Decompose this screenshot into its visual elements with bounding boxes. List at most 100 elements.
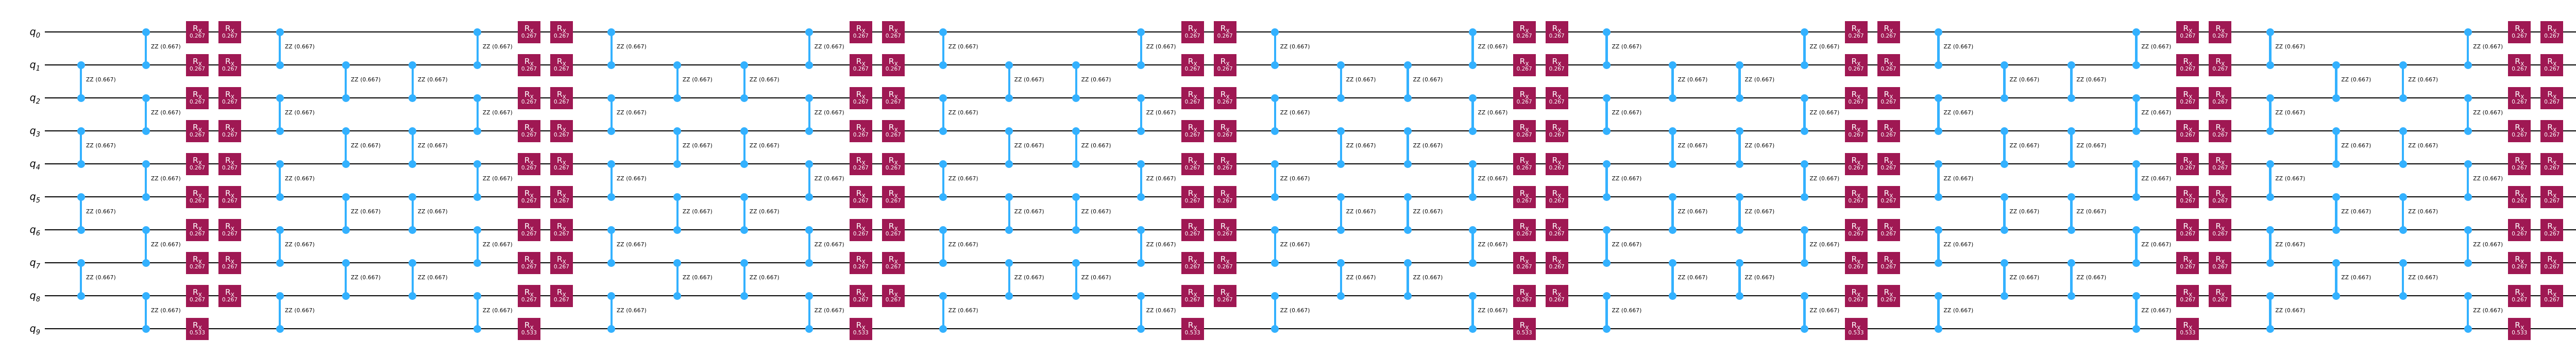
rzz-gate-label: ZZ (0.667)	[1346, 143, 1376, 149]
rzz-control-dot	[2464, 160, 2472, 168]
rzz-control-dot	[2067, 226, 2075, 234]
rzz-coupler-line	[476, 164, 479, 197]
rzz-control-dot	[1469, 28, 1477, 36]
rx-gate-value: 0.267	[189, 231, 206, 237]
rzz-gate-label: ZZ (0.667)	[2076, 143, 2107, 149]
rx-gate-name-subscript: X	[1889, 292, 1893, 299]
rx-gate-name-subscript: X	[2189, 193, 2193, 200]
rzz-gate-label: ZZ (0.667)	[1014, 275, 1044, 281]
rx-gate-value: 0.267	[222, 198, 238, 204]
rzz-coupler-line	[2003, 263, 2006, 296]
rx-gate-value: 0.267	[2212, 132, 2228, 138]
rx-gate-value: 0.267	[885, 231, 901, 237]
rzz-control-dot	[1801, 325, 1808, 333]
rzz-control-dot	[1271, 160, 1279, 168]
rzz-control-dot	[805, 160, 814, 168]
rzz-control-dot	[1469, 292, 1477, 300]
rzz-control-dot	[1935, 28, 1942, 36]
rzz-coupler-line	[743, 197, 745, 230]
rzz-gate-label: ZZ (0.667)	[285, 242, 315, 248]
rx-gate-name-subscript: X	[861, 292, 866, 299]
rx-gate-name: RX	[1552, 156, 1562, 167]
rx-gate-name-subscript: X	[2221, 127, 2225, 134]
rzz-control-dot	[276, 61, 284, 69]
rzz-coupler-line	[1738, 197, 1741, 230]
rzz-control-dot	[2332, 160, 2340, 168]
rzz-control-dot	[939, 61, 947, 69]
rx-gate-name-subscript: X	[230, 94, 234, 101]
rx-gate-name: RX	[1851, 123, 1861, 134]
rx-gate-name-subscript: X	[1857, 259, 1861, 266]
rzz-coupler-line	[743, 263, 745, 296]
rx-gate-value: 0.267	[521, 297, 537, 303]
rzz-coupler-line	[1140, 32, 1142, 65]
qubit-label-q1: q1	[29, 59, 40, 73]
rzz-coupler-line	[1140, 98, 1142, 131]
rx-gate-name: RX	[1884, 24, 1893, 35]
rx-gate-name: RX	[1519, 123, 1529, 134]
rzz-control-dot	[2266, 259, 2274, 267]
rx-gate-name-subscript: X	[562, 28, 566, 35]
rzz-control-dot	[1603, 61, 1611, 69]
rx-gate-value: 0.267	[1217, 99, 1233, 105]
rx-gate-name: RX	[1220, 24, 1230, 35]
rzz-control-dot	[1801, 292, 1808, 300]
rzz-control-dot	[1935, 325, 1942, 333]
rzz-coupler-line	[1075, 65, 1077, 98]
rzz-control-dot	[2399, 292, 2407, 300]
rzz-control-dot	[607, 325, 616, 333]
rx-gate-value: 0.267	[1848, 264, 1864, 270]
rx-gate-name: RX	[1851, 57, 1861, 68]
rzz-control-dot	[473, 292, 482, 300]
rx-gate-name-subscript: X	[1525, 160, 1529, 167]
rx-gate-name-subscript: X	[562, 94, 566, 101]
rzz-coupler-line	[2135, 230, 2138, 263]
rx-gate-name-subscript: X	[2189, 127, 2193, 134]
rzz-gate-label: ZZ (0.667)	[616, 44, 647, 50]
rzz-control-dot	[1935, 193, 1942, 201]
rzz-coupler-line	[1471, 98, 1474, 131]
rx-gate-name: RX	[524, 222, 534, 233]
rx-gate-name-subscript: X	[2189, 160, 2193, 167]
rx-gate-name: RX	[1519, 189, 1529, 200]
rx-gate-value: 0.267	[2544, 33, 2560, 39]
rx-gate-name: RX	[1519, 320, 1529, 332]
rx-gate-name-subscript: X	[1557, 193, 1562, 200]
rx-gate-name-subscript: X	[2553, 28, 2557, 35]
rx-gate-name: RX	[2515, 288, 2524, 299]
rx-gate-value: 0.267	[222, 231, 238, 237]
rx-gate-name-subscript: X	[2553, 292, 2557, 299]
rx-gate-name-subscript: X	[2221, 259, 2225, 266]
rx-gate-name-subscript: X	[1857, 94, 1861, 101]
rx-gate-name-subscript: X	[894, 28, 898, 35]
rzz-control-dot	[2464, 226, 2472, 234]
rx-gate-name: RX	[2183, 156, 2193, 167]
rzz-gate-label: ZZ (0.667)	[616, 176, 647, 182]
rx-gate-value: 0.267	[2512, 165, 2528, 171]
rzz-control-dot	[1736, 94, 1743, 102]
rzz-gate-label: ZZ (0.667)	[351, 275, 381, 281]
rzz-gate-label: ZZ (0.667)	[1943, 176, 1974, 182]
rx-gate-value: 0.267	[222, 165, 238, 171]
rzz-control-dot	[1603, 193, 1611, 201]
rx-gate-name: RX	[1884, 189, 1893, 200]
qubit-wire-q7	[45, 262, 2576, 264]
rx-gate-name-subscript: X	[2520, 127, 2524, 134]
rzz-coupler-line	[2402, 197, 2404, 230]
rzz-gate-label: ZZ (0.667)	[482, 110, 513, 116]
rx-gate-name-subscript: X	[861, 325, 866, 332]
rzz-coupler-line	[743, 65, 745, 98]
rzz-control-dot	[1404, 94, 1412, 102]
